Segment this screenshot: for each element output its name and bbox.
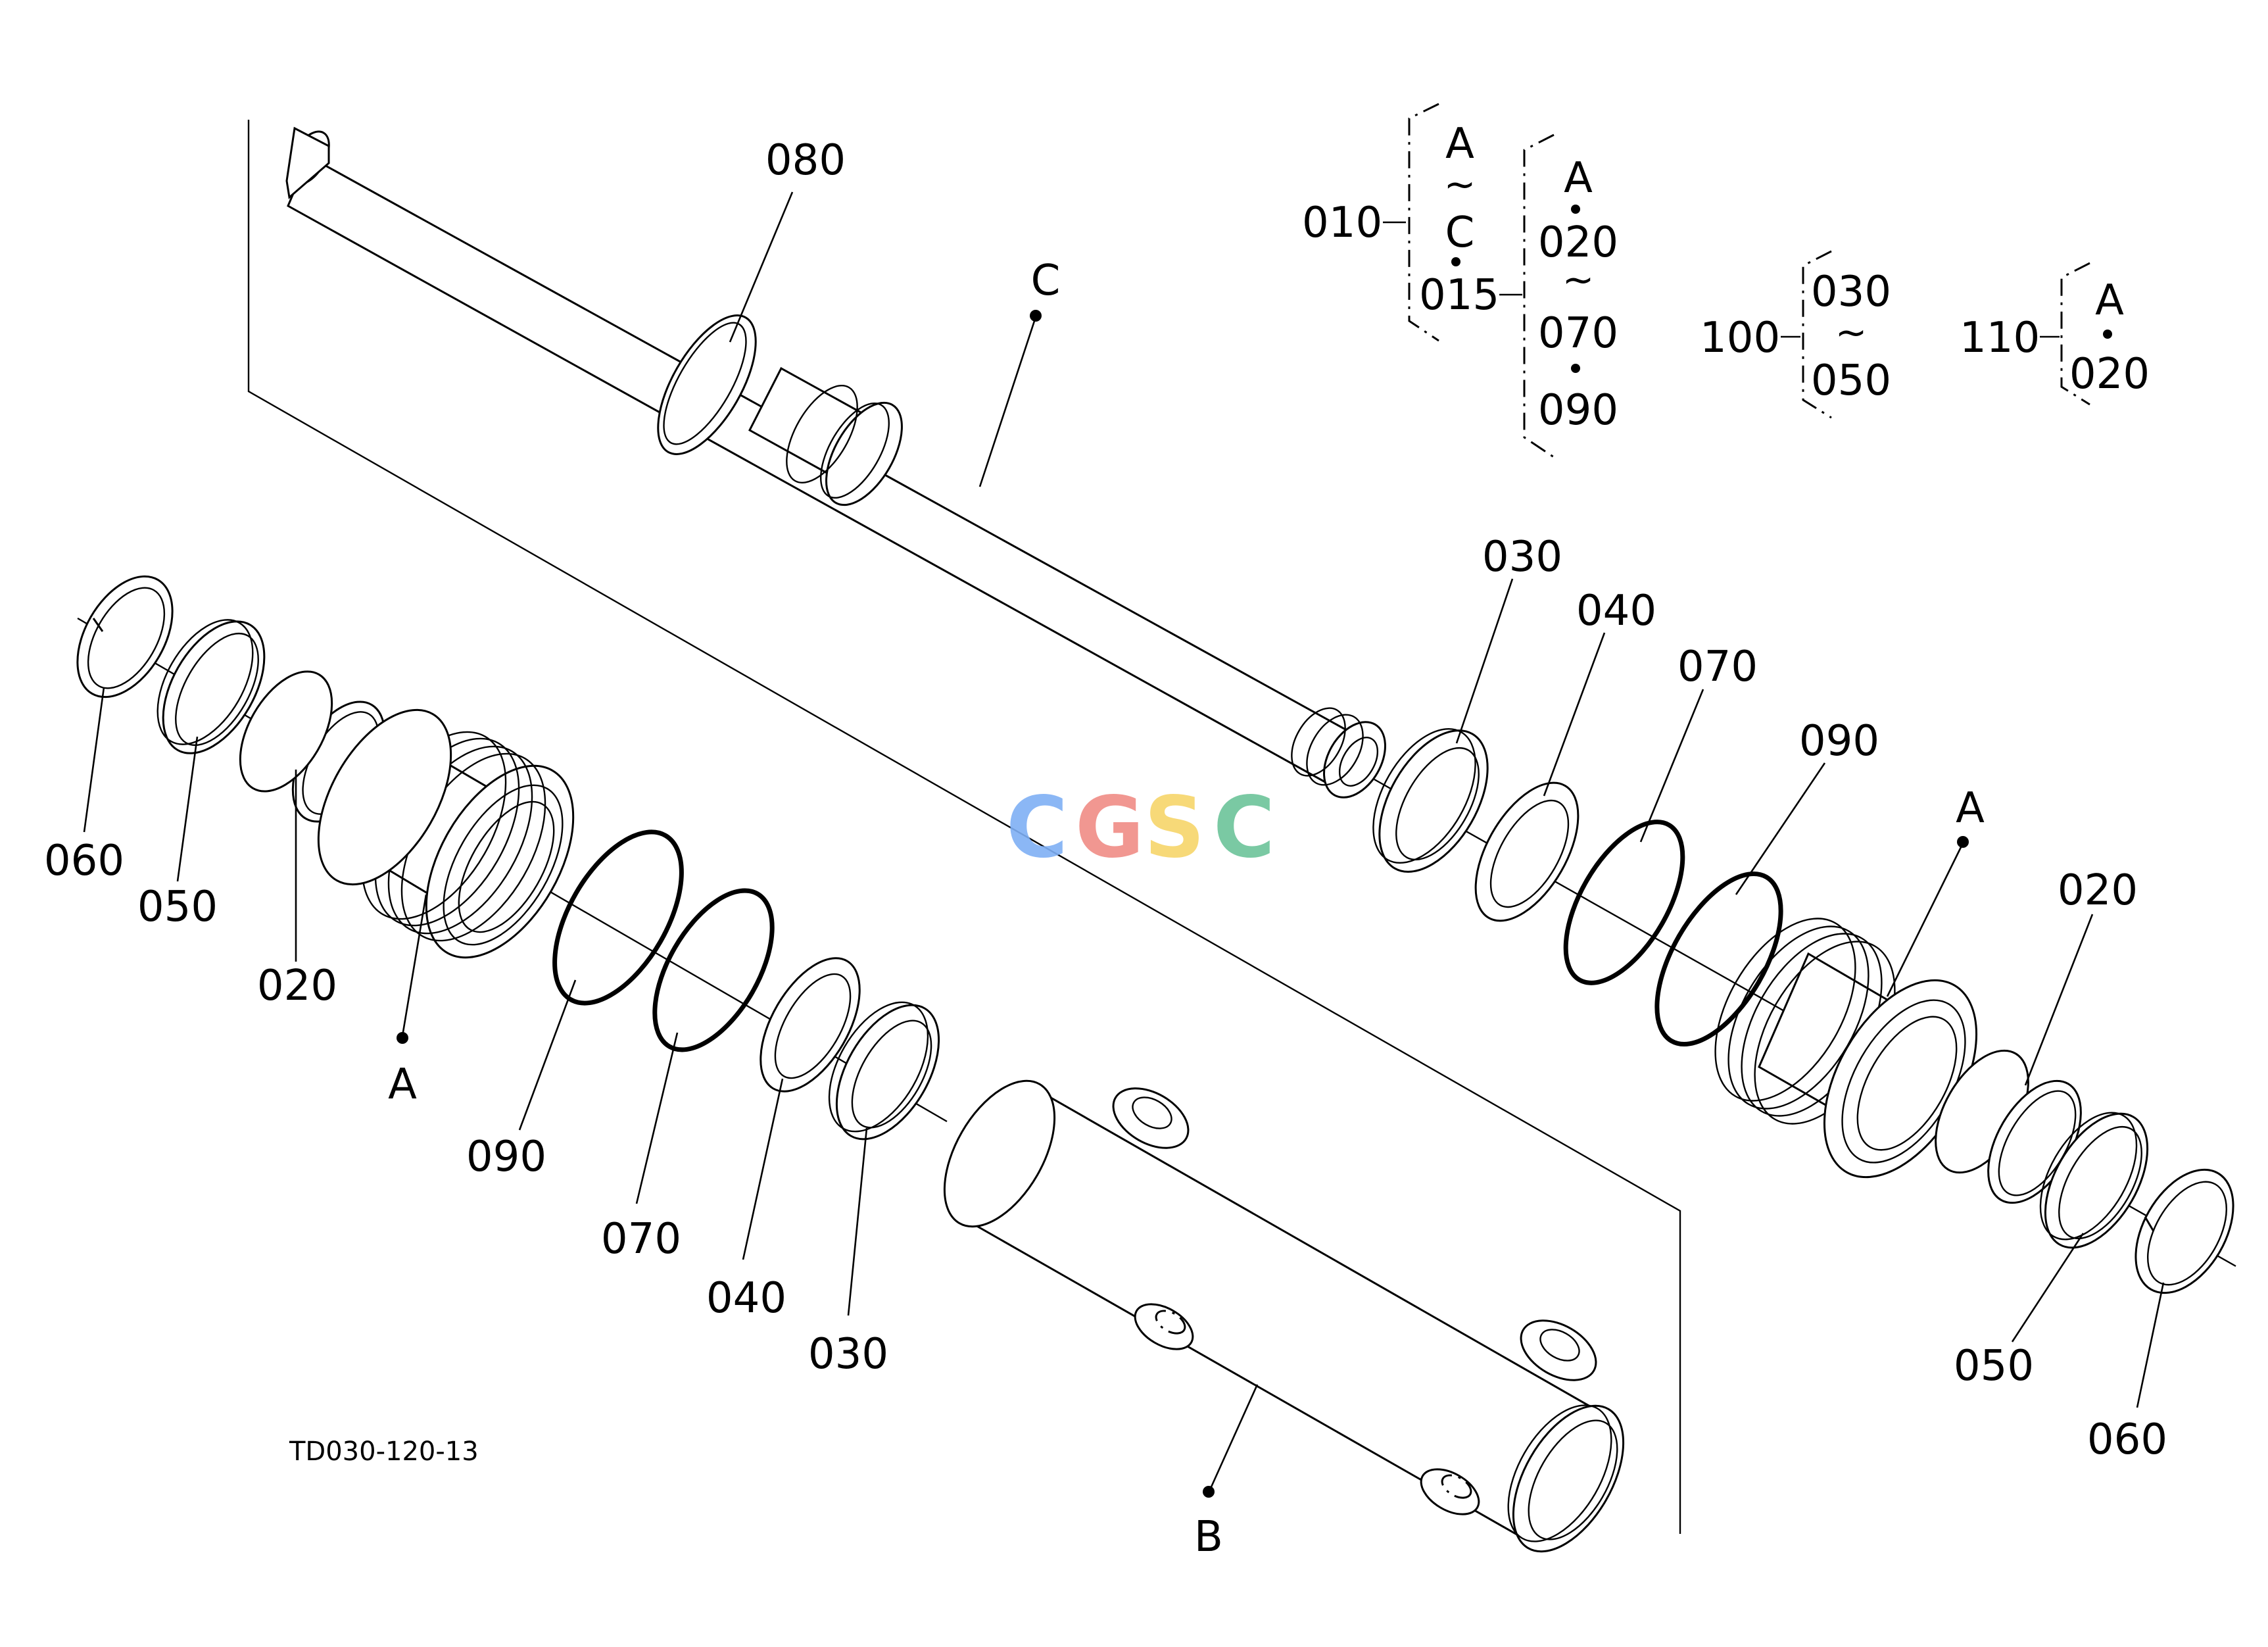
watermark-logo: C G S C (1006, 779, 1275, 877)
watermark-letter-3: S (1144, 779, 1205, 877)
legend-015-020: 020 (1538, 218, 1618, 267)
left-wiper-seal (157, 619, 266, 754)
left-backup-ring (552, 829, 684, 1006)
callout-030-right: 030 (1482, 533, 1562, 581)
legend-010-to: C (1445, 209, 1475, 257)
assembly-frame (247, 120, 1681, 1534)
callout-090-left: 090 (466, 1133, 546, 1181)
legend-010-from: A (1445, 120, 1474, 168)
legend-010-range: ~ (1444, 162, 1476, 207)
callout-080: 080 (765, 136, 846, 185)
legend-110-a: A (2095, 276, 2124, 325)
callout-020-right: 020 (2058, 866, 2138, 915)
callout-070-left: 070 (601, 1215, 681, 1264)
legend-110-020: 020 (2069, 350, 2150, 399)
callout-090-right: 090 (1799, 717, 1879, 766)
left-snap-ring (76, 575, 174, 699)
watermark-letter-4: C (1213, 779, 1275, 877)
callout-050-left: 050 (137, 883, 218, 931)
left-packing (828, 1001, 940, 1141)
leader-lines (83, 191, 2165, 1498)
legend-015-090: 090 (1538, 386, 1618, 435)
right-backup-ring (1654, 871, 1783, 1047)
callout-labels: 080 C 060 050 020 A 090 070 040 030 B 03… (44, 136, 2167, 1561)
callout-050-right: 050 (1954, 1342, 2034, 1390)
legend-110: 110 (1960, 314, 2040, 362)
callout-040-left: 040 (706, 1274, 786, 1323)
drawing-code: TD030-120-13 (289, 1437, 479, 1467)
legend-100-to: 050 (1811, 356, 1891, 405)
callout-070-right: 070 (1677, 643, 1758, 691)
left-cylinder-head (317, 708, 575, 959)
legend-015-070: 070 (1538, 309, 1618, 358)
left-washer (760, 957, 861, 1093)
legend-015: 015 (1419, 271, 1499, 320)
legend-100-from: 030 (1811, 268, 1891, 316)
callout-040-right: 040 (1576, 587, 1656, 635)
left-o-ring (652, 888, 775, 1052)
callout-a-left: A (388, 1060, 417, 1109)
callout-a-right: A (1956, 784, 1985, 833)
right-snap-ring (2135, 1168, 2234, 1294)
callout-030-left: 030 (808, 1330, 888, 1379)
legend-100: 100 (1700, 314, 1780, 362)
watermark-letter-1: C (1006, 779, 1068, 877)
piston-rod (285, 126, 1386, 799)
cylinder-tube (943, 1079, 1625, 1553)
watermark-letter-2: G (1075, 779, 1144, 877)
callout-060-right: 060 (2087, 1415, 2167, 1464)
legend-100-range: ~ (1835, 310, 1868, 355)
legend-015-range: ~ (1562, 257, 1595, 302)
right-o-ring (1563, 820, 1685, 985)
kit-legend: 010 A ~ C 015 A 020 ~ 070 090 100 030 ~ … (1302, 103, 2150, 458)
legend-015-a: A (1564, 154, 1593, 203)
callout-020-left: 020 (257, 962, 337, 1010)
callout-b: B (1194, 1513, 1223, 1561)
right-wiper-seal (2039, 1112, 2149, 1249)
callout-c: C (1031, 257, 1061, 305)
legend-010: 010 (1302, 199, 1382, 247)
right-washer (1474, 781, 1580, 922)
rod-seal-ring (657, 314, 757, 455)
callout-060-left: 060 (44, 837, 124, 885)
